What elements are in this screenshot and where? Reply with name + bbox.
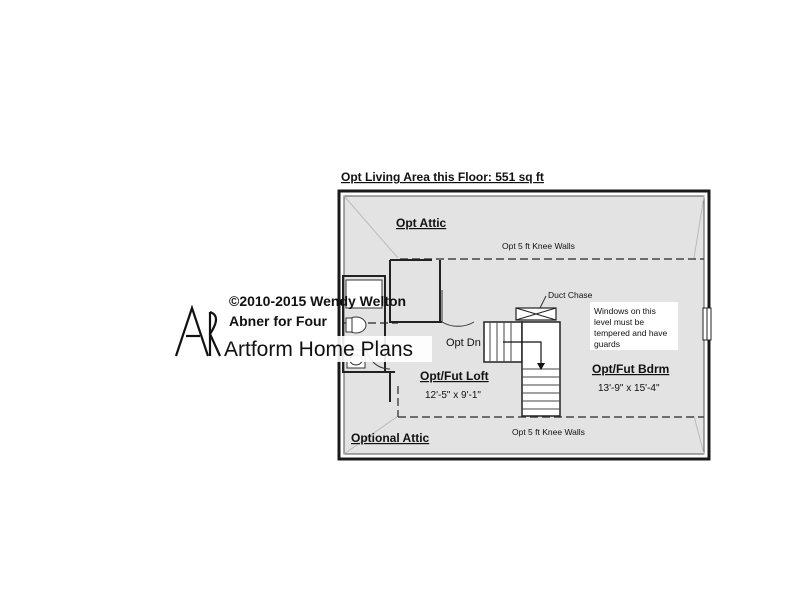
roof-slope-line bbox=[693, 415, 705, 455]
room-label-bedroom: Opt/Fut Bdrm bbox=[592, 362, 669, 376]
plan-title: Opt Living Area this Floor: 551 sq ft bbox=[341, 170, 544, 184]
window-note-2: level must be bbox=[594, 317, 644, 327]
duct-cross bbox=[515, 307, 557, 321]
tub bbox=[345, 279, 383, 309]
room-label-optional-attic: Optional Attic bbox=[351, 431, 430, 445]
knee-wall-note-bottom: Opt 5 ft Knee Walls bbox=[512, 427, 585, 437]
window-note-box bbox=[590, 302, 678, 350]
room-label-loft: Opt/Fut Loft bbox=[420, 369, 489, 383]
stair-arrowhead bbox=[537, 363, 545, 370]
room-label-opt-attic: Opt Attic bbox=[396, 216, 447, 230]
door-swing bbox=[441, 290, 475, 327]
duct-leader bbox=[539, 295, 547, 309]
roof-slope-line bbox=[343, 415, 399, 455]
room-size-bedroom: 13'-9" x 15'-4" bbox=[598, 383, 660, 394]
window-note-1: Windows on this bbox=[594, 306, 656, 316]
room-size-loft: 12'-5" x 9'-1" bbox=[425, 390, 481, 401]
window-note-4: guards bbox=[594, 339, 620, 349]
toilet-tank bbox=[345, 317, 353, 333]
roof-slope-line bbox=[343, 195, 399, 259]
roof-slope-line bbox=[693, 195, 705, 259]
stair-label: Opt Dn bbox=[446, 337, 481, 349]
stair-arrow bbox=[503, 341, 542, 366]
window-note-3: tempered and have bbox=[594, 328, 668, 338]
duct-chase-label: Duct Chase bbox=[548, 290, 593, 300]
bath-walls bbox=[342, 259, 442, 402]
knee-walls bbox=[344, 258, 704, 418]
knee-wall-note-top: Opt 5 ft Knee Walls bbox=[502, 241, 575, 251]
